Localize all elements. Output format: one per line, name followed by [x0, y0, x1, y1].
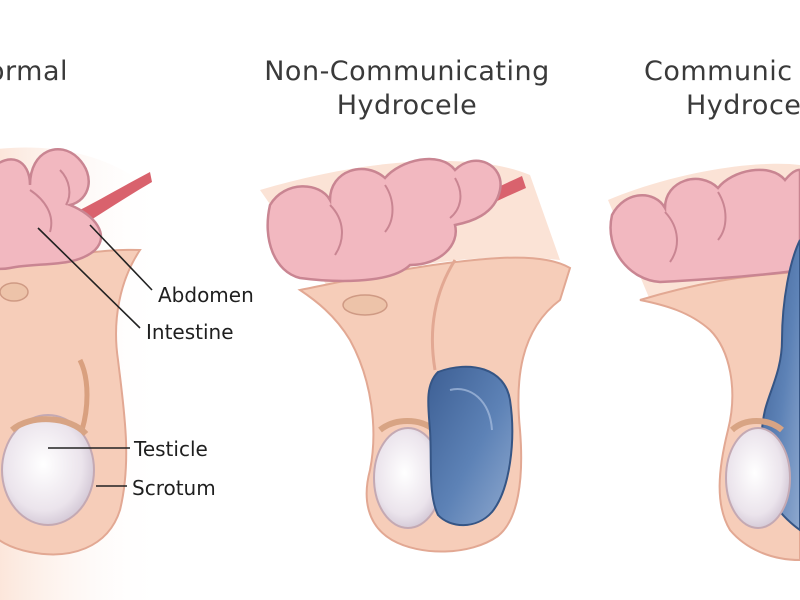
spermatic-cord-noncomm	[342, 294, 388, 316]
panel-non-communicating	[260, 157, 572, 553]
hydrocele-highlight-noncomm	[449, 388, 493, 431]
intestine-fold-normal	[29, 169, 71, 233]
testicle-normal	[1, 414, 95, 526]
testicle-cap-normal	[10, 416, 89, 437]
label-scrotum: Scrotum	[132, 476, 216, 500]
label-leader-lines	[37, 224, 153, 487]
testicle-cap-comm	[729, 418, 784, 433]
title-comm-line-1: Communic	[644, 56, 793, 87]
title-noncomm-line-2: Hydrocele	[336, 90, 478, 121]
label-testicle: Testicle	[134, 437, 208, 461]
intestine-noncomm	[266, 157, 502, 283]
panel-communicating	[608, 163, 800, 562]
inguinal-canal-noncomm	[430, 259, 457, 371]
muscle-band-normal	[70, 172, 152, 228]
testicle-comm	[725, 427, 791, 529]
panel-normal	[0, 147, 165, 600]
intestine-fold-comm	[664, 191, 727, 263]
hydrocele-fluid-noncomm	[427, 365, 514, 527]
title-comm-line-2: Hydroce	[686, 90, 800, 121]
spermatic-cord-normal	[0, 282, 29, 302]
label-intestine: Intestine	[146, 320, 234, 344]
label-abdomen: Abdomen	[158, 283, 254, 307]
intestine-fold-noncomm	[329, 177, 462, 256]
title-non-communicating: Non-Communicating Hydrocele	[248, 55, 566, 123]
leader-abdomen	[89, 224, 153, 291]
intestine-comm	[609, 168, 800, 284]
intestine-normal	[0, 148, 103, 271]
title-normal-line-1: ormal	[0, 56, 68, 87]
leader-intestine	[37, 227, 141, 329]
title-communicating: Communic Hydroce	[644, 55, 800, 123]
title-normal: ormal	[0, 55, 68, 89]
title-noncomm-line-1: Non-Communicating	[264, 56, 550, 87]
